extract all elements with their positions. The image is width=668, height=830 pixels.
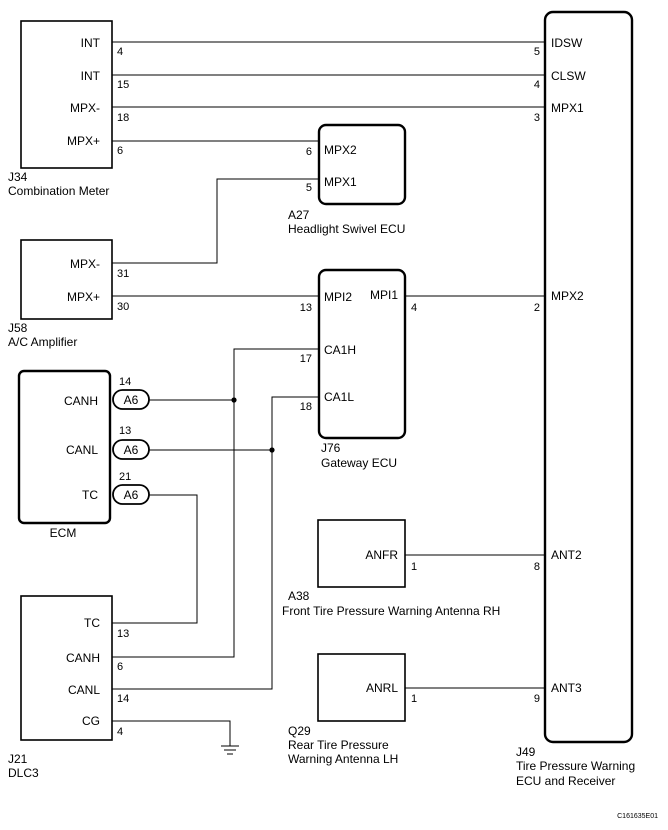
j76-pin-label-ca1l: CA1L [324,390,354,404]
a27-pin-label-1: MPX2 [324,143,357,157]
j49-pin-label-mpx1: MPX1 [551,101,584,115]
component-j76: MPI2 MPI1 CA1H CA1L 13 4 17 18 J76 Gatew… [300,268,417,470]
j49-pin-label-clsw: CLSW [551,69,586,83]
ecm-connector-canl [112,439,150,460]
ecm-name: ECM [50,526,77,540]
j58-pin-label-2: MPX+ [67,290,100,304]
j49-id: J49 [516,745,536,759]
a38-pin-number: 1 [411,561,417,573]
a27-pin-label-2: MPX1 [324,175,357,189]
j21-name: DLC3 [8,766,39,780]
j49-pin-number-5: 5 [534,46,540,58]
splice-canh [231,397,237,403]
j76-name: Gateway ECU [321,456,397,470]
j76-pin-label-ca1h: CA1H [324,343,356,357]
a27-name: Headlight Swivel ECU [288,222,405,236]
j58-pin-label-1: MPX- [70,257,100,271]
j21-id: J21 [8,752,28,766]
j21-pin-label-canl: CANL [68,683,100,697]
a27-pin-number-1: 6 [306,146,312,158]
j49-pin-label-ant2: ANT2 [551,548,582,562]
a38-pin-label: ANFR [365,548,398,562]
j34-pin-label-1: INT [81,36,101,50]
j58-pin-number-2: 30 [117,301,129,313]
ecm-connector-label-canl: A6 [124,443,139,457]
j34-pin-number-4: 6 [117,145,123,157]
j49-pin-label-ant3: ANT3 [551,681,582,695]
j21-pin-label-tc: TC [84,616,100,630]
j76-pin-number-13: 13 [300,302,312,314]
ecm-pin-number-21: 21 [119,471,131,483]
j21-pin-number-13: 13 [117,628,129,640]
ecm-pin-label-tc: TC [82,488,98,502]
component-j49: IDSW CLSW MPX1 MPX2 ANT2 ANT3 5 4 3 2 8 … [516,10,635,788]
j76-id: J76 [321,441,341,455]
j21-pin-number-6: 6 [117,661,123,673]
a38-id: A38 [288,589,310,603]
ecm-connector-tc [112,484,150,505]
j34-id: J34 [8,170,28,184]
j49-pin-label-idsw: IDSW [551,36,583,50]
j49-name-line2: ECU and Receiver [516,774,615,788]
wire-tc [112,494,198,624]
q29-pin-label: ANRL [366,681,398,695]
j34-pin-number-2: 15 [117,79,129,91]
j76-pin-number-4: 4 [411,302,417,314]
ecm-pin-number-14: 14 [119,376,131,388]
j58-id: J58 [8,321,28,335]
wire-j58-mpx-minus-a27-mpx1 [112,178,319,264]
j21-pin-label-canh: CANH [66,651,100,665]
ecm-connector-label-tc: A6 [124,488,139,502]
ground-icon [221,745,239,755]
ecm-connector-canh [112,389,150,410]
q29-name-line1: Rear Tire Pressure [288,738,389,752]
ecm-pin-label-canl: CANL [66,443,98,457]
j49-pin-number-4: 4 [534,79,540,91]
wire-ca1l [112,396,319,690]
q29-name-line2: Warning Antenna LH [288,752,398,766]
j49-pin-label-mpx2: MPX2 [551,289,584,303]
j58-pin-number-1: 31 [117,268,129,280]
j34-pin-label-4: MPX+ [67,134,100,148]
j34-pin-label-2: INT [81,69,101,83]
j21-pin-number-14: 14 [117,693,129,705]
j21-pin-label-cg: CG [82,714,100,728]
a27-id: A27 [288,208,310,222]
q29-pin-number: 1 [411,693,417,705]
figure-code: C161635E01 [617,813,658,820]
a27-pin-number-2: 5 [306,182,312,194]
j34-pin-number-1: 4 [117,46,123,58]
a38-name: Front Tire Pressure Warning Antenna RH [282,604,500,618]
component-a27: MPX2 MPX1 6 5 A27 Headlight Swivel ECU [288,123,407,236]
j49-pin-number-9: 9 [534,693,540,705]
j76-pin-label-mpi2: MPI2 [324,290,352,304]
j49-pin-number-3: 3 [534,112,540,124]
j34-name: Combination Meter [8,184,109,198]
j76-pin-number-17: 17 [300,353,312,365]
wires [112,41,545,746]
component-q29: ANRL 1 Q29 Rear Tire Pressure Warning An… [288,653,417,766]
ecm-pin-number-13: 13 [119,425,131,437]
component-ecm: CANH CANL TC A6 A6 A6 14 13 21 ECM [17,369,150,540]
ecm-pin-label-canh: CANH [64,394,98,408]
j76-pin-number-18: 18 [300,401,312,413]
component-a38: ANFR 1 A38 Front Tire Pressure Warning A… [282,519,500,618]
j49-pin-number-2: 2 [534,302,540,314]
q29-id: Q29 [288,724,311,738]
wire-cg-ground [112,720,231,746]
component-j58: MPX- MPX+ 31 30 J58 A/C Amplifier [8,239,129,349]
j21-pin-number-4: 4 [117,726,123,738]
j58-name: A/C Amplifier [8,335,77,349]
j34-pin-number-3: 18 [117,112,129,124]
j49-pin-number-8: 8 [534,561,540,573]
j76-pin-label-mpi1: MPI1 [370,288,398,302]
component-j21: TC CANH CANL CG 13 6 14 4 J21 DLC3 [8,595,129,780]
splice-canl [269,447,275,453]
component-j34: INT INT MPX- MPX+ 4 15 18 6 J34 Combinat… [8,20,129,198]
ecm-connector-label-canh: A6 [124,393,139,407]
wire-ca1h [112,348,319,658]
j34-pin-label-3: MPX- [70,101,100,115]
j49-name-line1: Tire Pressure Warning [516,759,635,773]
